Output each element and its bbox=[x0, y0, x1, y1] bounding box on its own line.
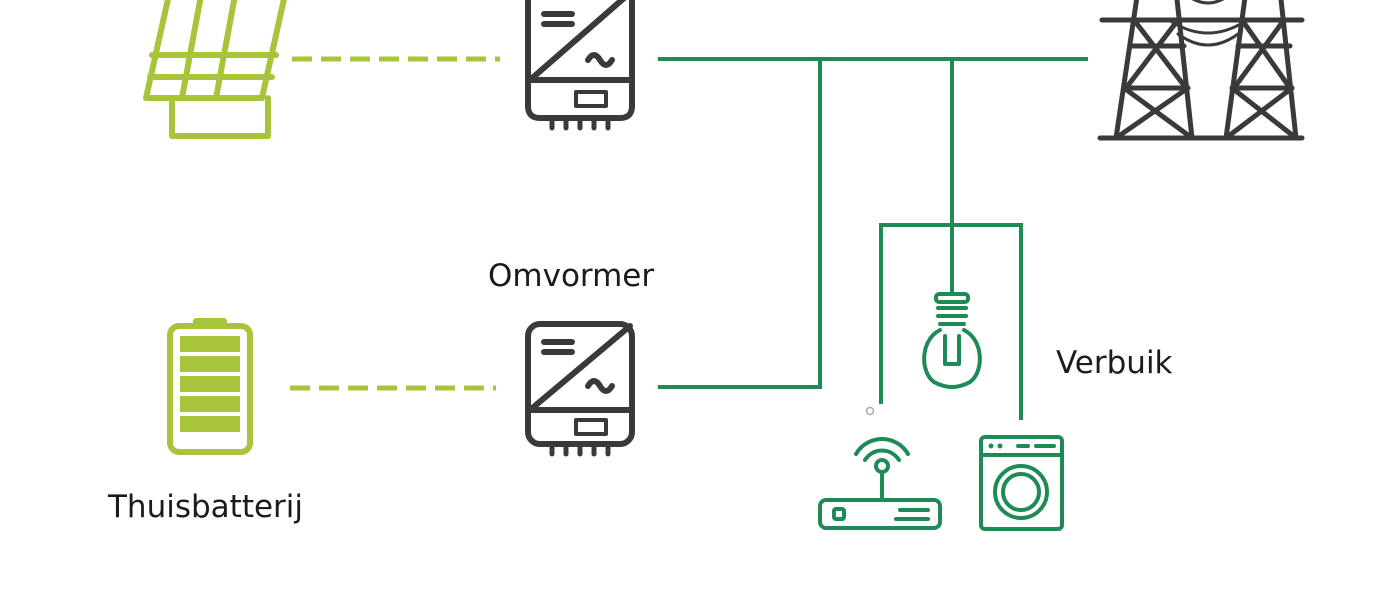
wifi-router-icon bbox=[818, 436, 942, 530]
battery-inverter-line bbox=[658, 59, 822, 389]
consumption-branch-line bbox=[879, 223, 1023, 420]
home-battery-icon bbox=[167, 318, 253, 455]
dc-links bbox=[290, 56, 500, 391]
light-bulb-icon bbox=[922, 292, 982, 389]
home-battery-label: Thuisbatterij bbox=[108, 489, 304, 525]
connector-dot bbox=[865, 406, 875, 416]
power-pylon-icon bbox=[1097, 0, 1305, 141]
ac-wiring bbox=[658, 57, 1088, 420]
inverter-icon bbox=[525, 321, 635, 457]
consumption-label: Verbuik bbox=[1056, 345, 1173, 381]
washing-machine-icon bbox=[979, 435, 1064, 531]
solar-panel-icon bbox=[143, 0, 287, 139]
inverter-label: Omvormer bbox=[488, 258, 655, 294]
inverter-icon bbox=[525, 0, 635, 131]
